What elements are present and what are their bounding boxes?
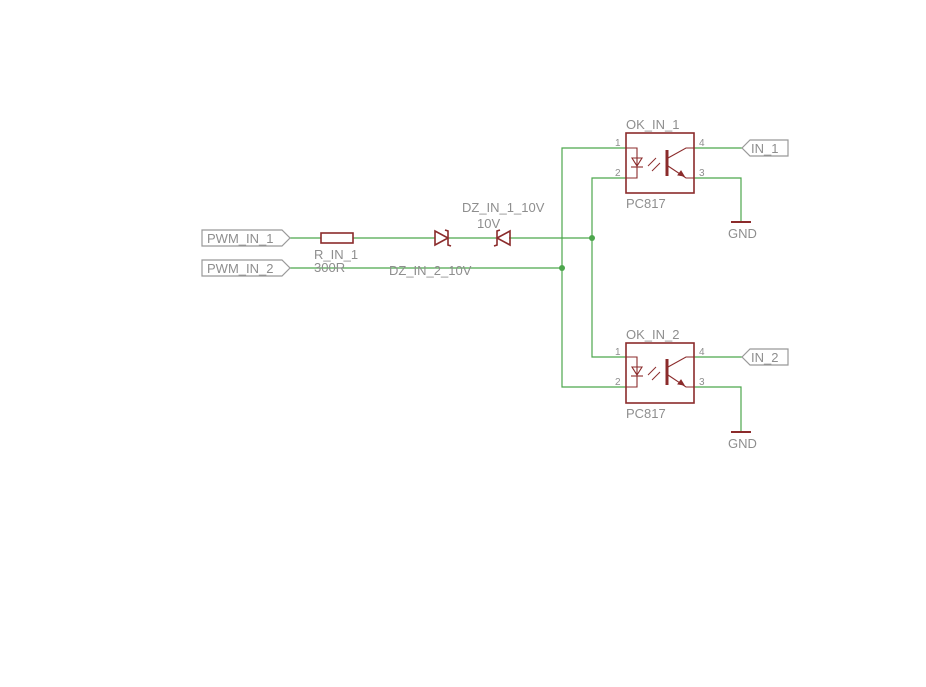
opto-1-name-label: OK_IN_1 (626, 117, 679, 132)
opto-2-value-label: PC817 (626, 406, 666, 421)
ground-symbol-1[interactable]: GND (728, 221, 757, 241)
port-in-1-outline (741, 139, 789, 157)
opto-2-pin-1: 1 (615, 347, 621, 358)
zener-bar-icon (493, 229, 501, 247)
led-triangle-icon (631, 157, 643, 168)
wire-opto1-pin3-to-gnd (694, 177, 742, 222)
gnd-2-label: GND (728, 436, 757, 451)
light-arrow-icon (647, 157, 657, 167)
port-in-2-outline (741, 348, 789, 366)
opto-1-value-label: PC817 (626, 196, 666, 211)
light-arrow-icon (651, 162, 661, 172)
port-pwm-in-2-outline (201, 259, 291, 277)
gnd-1-label: GND (728, 226, 757, 241)
port-pwm-in-1-outline (201, 229, 291, 247)
zener-2-name-label: DZ_IN_2_10V (389, 263, 472, 278)
wire-bus-opto1-pin2 (591, 177, 626, 358)
zener-bar-icon (444, 229, 452, 247)
port-in-2-label: IN_2 (751, 350, 778, 365)
led-lead (626, 356, 638, 388)
opto-1-pin-4: 4 (699, 138, 705, 149)
zener-dz-in-1[interactable]: DZ_IN_1_10V 10V (434, 200, 545, 247)
led-lead (626, 147, 638, 179)
zener-triangle-icon (434, 229, 450, 247)
optocoupler-body (625, 342, 695, 404)
zener-dz-in-2[interactable]: DZ_IN_2_10V (389, 229, 511, 278)
opto-2-pin-3: 3 (699, 377, 705, 388)
transistor-collector (667, 356, 694, 368)
optocoupler-body (625, 132, 695, 194)
wires (290, 147, 742, 432)
resistor-name-label: R_IN_1 (314, 247, 358, 262)
zener-1-name-label: DZ_IN_1_10V (462, 200, 545, 215)
port-in-1[interactable]: IN_1 (741, 139, 789, 157)
junction-dot (559, 265, 565, 271)
junction-dot (589, 235, 595, 241)
resistor-body (320, 232, 354, 244)
port-in-2[interactable]: IN_2 (741, 348, 789, 366)
opto-2-name-label: OK_IN_2 (626, 327, 679, 342)
transistor-emitter (667, 374, 694, 388)
optocoupler-ok-in-1[interactable]: 1 2 3 4 OK_IN_1 PC817 (615, 117, 705, 211)
transistor-collector (667, 147, 694, 159)
opto-2-pin-4: 4 (699, 347, 705, 358)
resistor-value-label: 300R (314, 260, 345, 275)
port-pwm-in-1[interactable]: PWM_IN_1 (201, 229, 291, 247)
resistor-r-in-1[interactable]: R_IN_1 300R (314, 232, 358, 275)
port-pwm-in-2-label: PWM_IN_2 (207, 261, 273, 276)
port-pwm-in-1-label: PWM_IN_1 (207, 231, 273, 246)
opto-1-pin-2: 2 (615, 168, 621, 179)
ground-symbol-2[interactable]: GND (728, 431, 757, 451)
opto-1-pin-3: 3 (699, 168, 705, 179)
opto-1-pin-1: 1 (615, 138, 621, 149)
port-pwm-in-2[interactable]: PWM_IN_2 (201, 259, 291, 277)
opto-2-pin-2: 2 (615, 377, 621, 388)
transistor-arrow-icon (677, 170, 685, 177)
optocoupler-ok-in-2[interactable]: 1 2 3 4 OK_IN_2 PC817 (615, 327, 705, 421)
zener-triangle-icon (495, 229, 511, 247)
light-arrow-icon (647, 366, 657, 376)
port-in-1-label: IN_1 (751, 141, 778, 156)
light-arrow-icon (651, 371, 661, 381)
transistor-emitter (667, 165, 694, 179)
zener-1-value-label: 10V (477, 216, 500, 231)
wire-opto2-pin3-to-gnd (694, 386, 742, 432)
transistor-arrow-icon (677, 379, 685, 386)
led-triangle-icon (631, 366, 643, 377)
